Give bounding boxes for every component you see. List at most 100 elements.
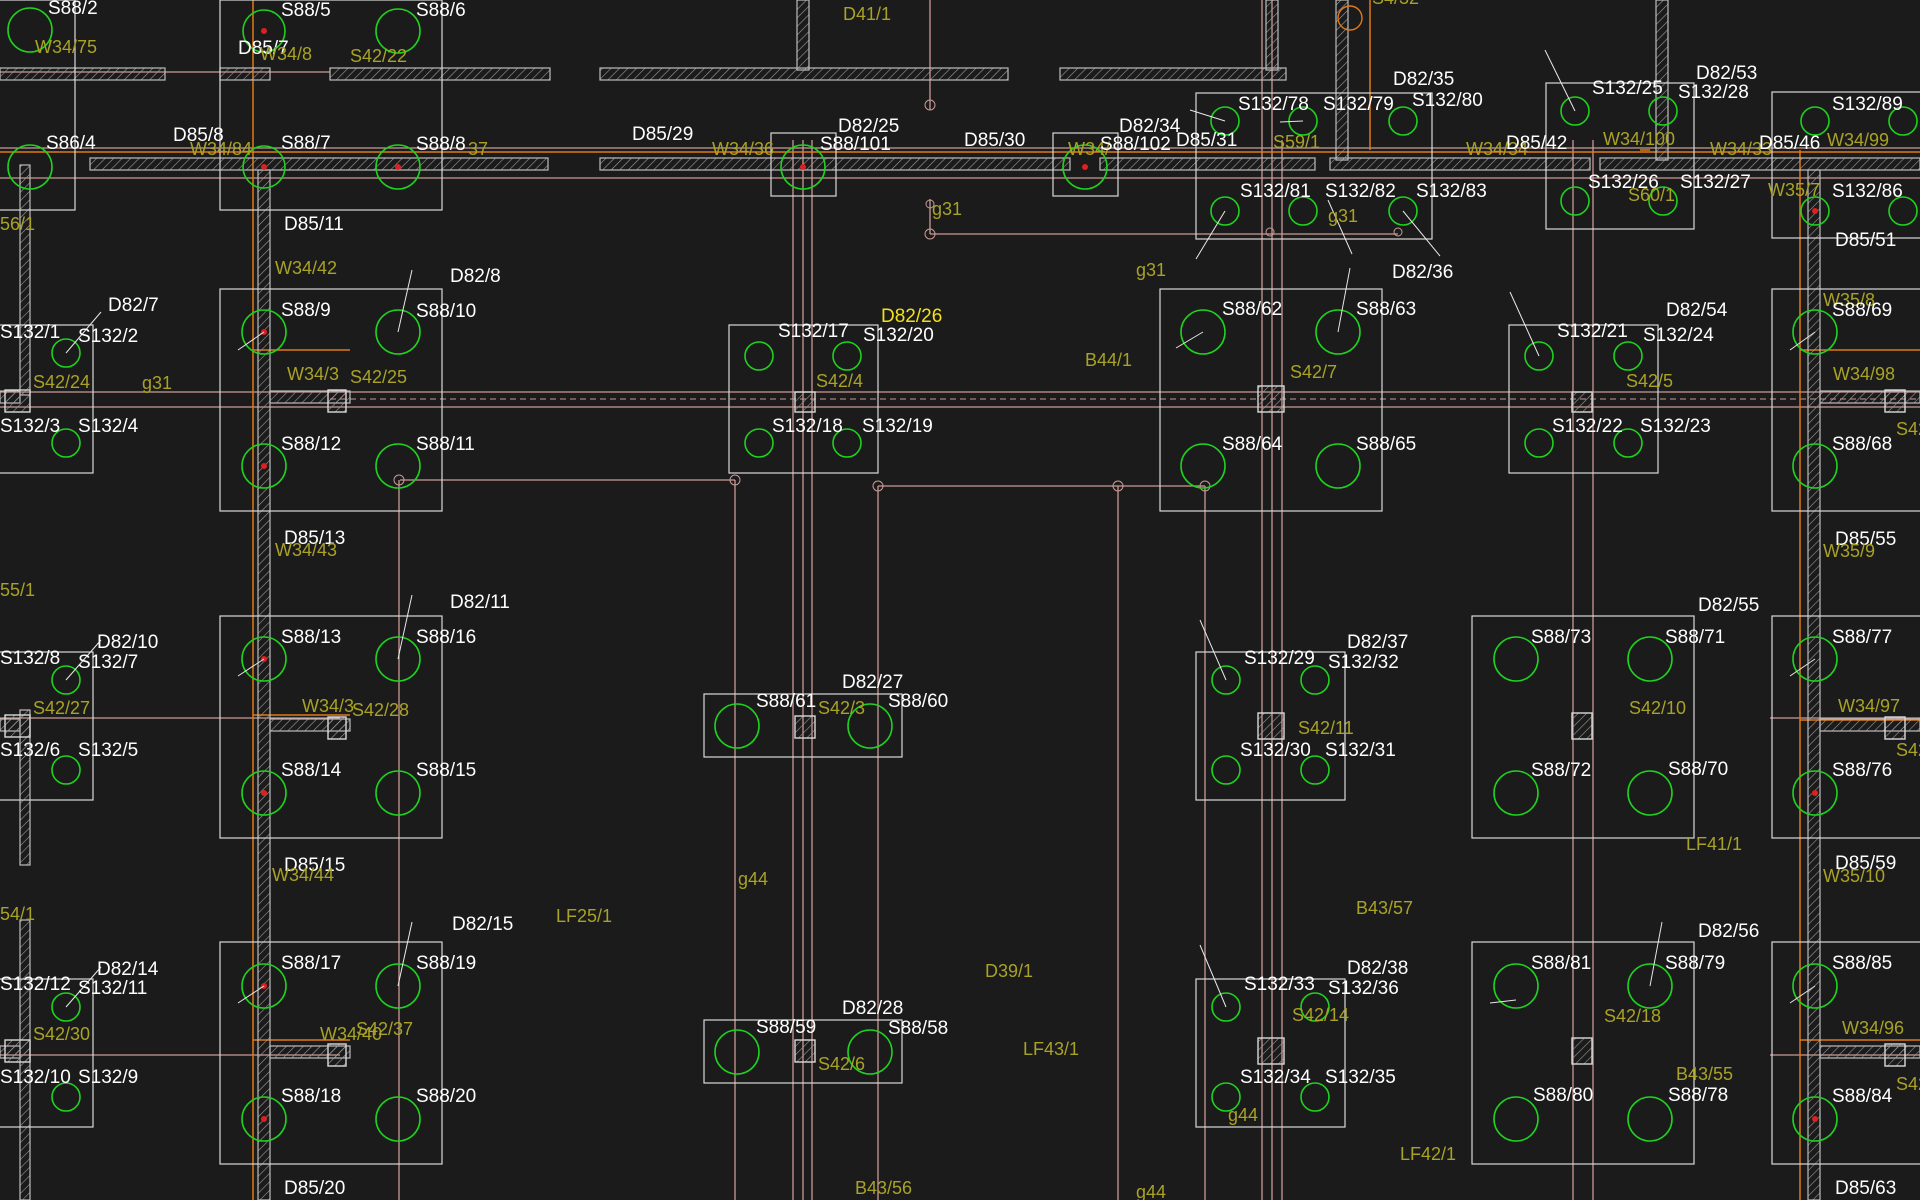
annotation-label: S86/4	[46, 133, 96, 154]
annotation-label: D85/7	[238, 38, 289, 59]
annotation-label: S88/17	[281, 953, 341, 974]
annotation-label: W34/36	[712, 139, 774, 159]
annotation-label: D82/15	[452, 914, 513, 935]
annotation-label: S88/60	[888, 691, 948, 712]
annotation-label: S88/77	[1832, 627, 1892, 648]
annotation-label: S88/2	[48, 0, 98, 19]
annotation-label: W34/3	[302, 696, 354, 716]
annotation-label: W34/100	[1603, 129, 1675, 149]
annotation-label: S42/5	[1626, 371, 1673, 391]
annotation-label: D82/26	[881, 306, 942, 327]
annotation-label: S132/2	[78, 326, 138, 347]
annotation-label: D85/15	[284, 855, 345, 876]
annotation-label: S88/101	[820, 134, 891, 155]
annotation-label: S88/61	[756, 691, 816, 712]
annotation-label: S42	[1896, 419, 1920, 439]
pile-circles	[7, 7, 1918, 1142]
annotation-label: S42/30	[33, 1024, 90, 1044]
annotation-label: D82/54	[1666, 300, 1728, 321]
annotation-label: W34/84	[190, 139, 252, 159]
annotation-label: B43/57	[1356, 898, 1413, 918]
annotation-label: S132/9	[78, 1067, 138, 1088]
annotation-label: D82/25	[838, 116, 899, 137]
annotation-label: S88/8	[416, 134, 466, 155]
annotation-label: S88/72	[1531, 760, 1591, 781]
annotation-label: S88/63	[1356, 299, 1416, 320]
annotation-label: S88/16	[416, 627, 476, 648]
annotation-label: W34/98	[1833, 364, 1895, 384]
annotation-label: LF25/1	[556, 906, 612, 926]
annotation-label: S42/28	[352, 700, 409, 720]
annotation-label: S132/83	[1416, 181, 1487, 202]
annotation-label: S132/80	[1412, 90, 1483, 111]
annotation-label: W35/7	[1768, 180, 1820, 200]
annotation-label: W34/8	[260, 44, 312, 64]
annotation-label: B43/56	[855, 1178, 912, 1198]
annotation-label: S132/35	[1325, 1067, 1396, 1088]
annotation-label: g31	[142, 373, 172, 393]
annotation-label: S132/5	[78, 740, 138, 761]
annotation-label: D85/51	[1835, 230, 1896, 251]
annotation-label: S42/4	[816, 371, 863, 391]
annotation-label: S88/73	[1531, 627, 1591, 648]
annotation-label: D85/31	[1176, 130, 1237, 151]
annotation-label: S42/24	[33, 372, 90, 392]
annotation-label: S88/62	[1222, 299, 1282, 320]
annotation-label: D82/11	[450, 592, 510, 613]
annotation-label: S42/11	[1298, 718, 1354, 738]
annotation-label: B44/1	[1085, 350, 1132, 370]
annotation-label: S88/102	[1100, 134, 1171, 155]
annotation-label: S88/13	[281, 627, 341, 648]
annotation-label: D85/11	[284, 214, 344, 235]
column-posts	[4, 385, 1906, 1067]
annotation-label: g44	[1228, 1105, 1258, 1125]
annotation-label: S42/10	[1629, 698, 1686, 718]
annotation-label: S132/78	[1238, 94, 1309, 115]
annotation-label: W34/	[1068, 139, 1110, 159]
annotation-label: S132/4	[78, 416, 139, 437]
annotation-label: S88/81	[1531, 953, 1591, 974]
annotation-label: S132/86	[1832, 181, 1903, 202]
annotation-label: S132/32	[1328, 652, 1399, 673]
annotation-label: S132/82	[1325, 181, 1396, 202]
annotation-label: S132/18	[772, 416, 843, 437]
annotation-label: D85/59	[1835, 853, 1896, 874]
annotation-label: S132/25	[1592, 78, 1663, 99]
annotation-label: S88/19	[416, 953, 476, 974]
annotation-label: W34/43	[275, 540, 337, 560]
annotation-label: S88/84	[1832, 1086, 1893, 1107]
annotation-label: S88/64	[1222, 434, 1283, 455]
annotation-label: W35/9	[1823, 541, 1875, 561]
annotation-label: D41/1	[843, 4, 891, 24]
annotation-label: S88/58	[888, 1018, 948, 1039]
annotation-label: S132/6	[0, 740, 60, 761]
annotation-label: S88/68	[1832, 434, 1892, 455]
annotation-label: S88/80	[1533, 1085, 1593, 1106]
annotation-label: S132/12	[0, 974, 71, 995]
annotation-label: S88/5	[281, 0, 331, 21]
annotation-label: S132/81	[1240, 181, 1311, 202]
orange-circle-markers	[1337, 5, 1363, 31]
annotation-label: S132/7	[78, 652, 138, 673]
annotation-label: D82/8	[450, 266, 501, 287]
annotation-label: W34/42	[275, 258, 337, 278]
annotation-label: D82/55	[1698, 595, 1759, 616]
annotation-label: D82/28	[842, 998, 903, 1019]
annotation-label: 56/1	[0, 214, 35, 234]
annotation-label: S88/12	[281, 434, 341, 455]
annotation-label: S132/22	[1552, 416, 1623, 437]
annotation-label: D82/10	[97, 632, 158, 653]
annotation-label: S132/3	[0, 416, 60, 437]
annotation-label: S132/19	[862, 416, 933, 437]
annotation-label: LF43/1	[1023, 1039, 1079, 1059]
annotation-label: D82/35	[1393, 69, 1454, 90]
annotation-label: S42/3	[818, 698, 865, 718]
annotation-label: g31	[1136, 260, 1166, 280]
annotation-label: S42/37	[356, 1019, 413, 1039]
annotation-label: D85/30	[964, 130, 1025, 151]
leader-lines	[65, 49, 1816, 1008]
annotation-label: D85/29	[632, 124, 693, 145]
annotation-label: S88/71	[1665, 627, 1725, 648]
